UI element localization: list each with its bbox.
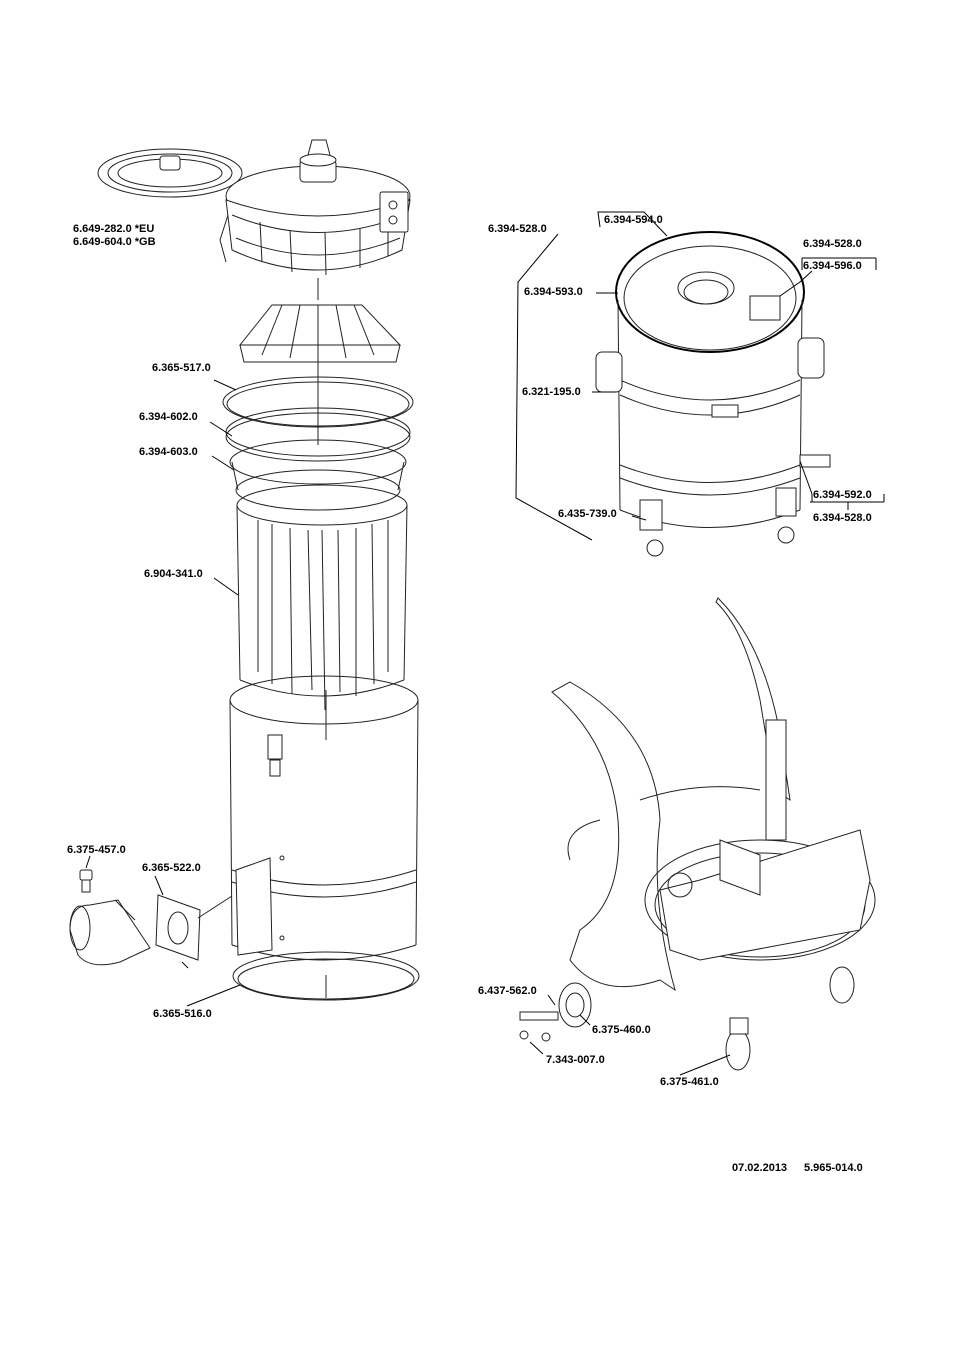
container-drum-drawing bbox=[230, 676, 418, 960]
filter-basket-drawing bbox=[240, 305, 400, 445]
label-washer-007: 7.343-007.0 bbox=[546, 1054, 605, 1066]
label-cover-gb: 6.649-604.0 *GB bbox=[73, 236, 156, 248]
footer-date: 07.02.2013 bbox=[732, 1162, 787, 1174]
label-wheel-460: 6.375-460.0 bbox=[592, 1024, 651, 1036]
label-clip-596: 6.394-596.0 bbox=[803, 260, 862, 272]
footer-doc-number: 5.965-014.0 bbox=[804, 1162, 863, 1174]
label-gasket-522: 6.365-522.0 bbox=[142, 862, 201, 874]
label-cover-eu: 6.649-282.0 *EU bbox=[73, 223, 154, 235]
label-ring-516: 6.365-516.0 bbox=[153, 1008, 212, 1020]
label-castor-461: 6.375-461.0 bbox=[660, 1076, 719, 1088]
ring-603-drawing bbox=[230, 440, 406, 510]
gasket-drawing bbox=[156, 895, 232, 960]
label-tank-739: 6.435-739.0 bbox=[558, 508, 617, 520]
label-tank-195: 6.321-195.0 bbox=[522, 386, 581, 398]
label-ring-602: 6.394-602.0 bbox=[139, 411, 198, 423]
label-tank-593: 6.394-593.0 bbox=[524, 286, 583, 298]
label-clip-528-top: 6.394-528.0 bbox=[803, 238, 862, 250]
label-axle-562: 6.437-562.0 bbox=[478, 985, 537, 997]
inlet-elbow-drawing bbox=[70, 900, 150, 965]
label-tank-528: 6.394-528.0 bbox=[488, 223, 547, 235]
label-tank-594: 6.394-594.0 bbox=[604, 214, 663, 226]
tank-drawing bbox=[596, 232, 830, 556]
label-plug-457: 6.375-457.0 bbox=[67, 844, 126, 856]
trolley-drawing bbox=[520, 598, 875, 1075]
bottom-ring-drawing bbox=[233, 952, 419, 1000]
label-ring-517: 6.365-517.0 bbox=[152, 362, 211, 374]
label-ring-603: 6.394-603.0 bbox=[139, 446, 198, 458]
motor-head-drawing bbox=[220, 140, 410, 300]
label-filter-341: 6.904-341.0 bbox=[144, 568, 203, 580]
filter-cartridge-drawing bbox=[237, 485, 407, 740]
label-clip-592: 6.394-592.0 bbox=[813, 489, 872, 501]
plug-drawing bbox=[80, 870, 92, 892]
label-clip-528-bottom: 6.394-528.0 bbox=[813, 512, 872, 524]
